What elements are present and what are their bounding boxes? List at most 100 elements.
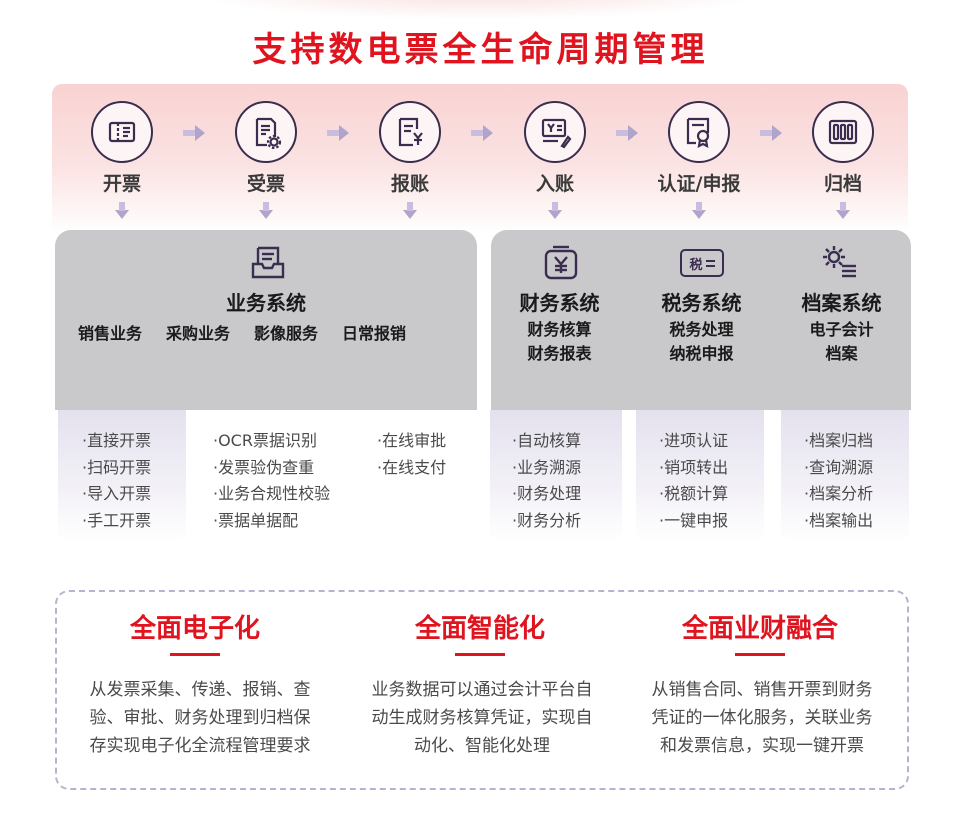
list-archive-items: ·档案归档 ·查询溯源 ·档案分析 ·档案输出 (804, 428, 873, 534)
list-item: ·票据单据配 (213, 510, 299, 530)
list-item: ·直接开票 (82, 431, 152, 450)
list-item: ·业务合规性校验 (213, 484, 331, 503)
list-item: ·查询溯源 (804, 457, 874, 477)
business-sub-sales: 销售业务 (78, 324, 143, 343)
certificate-icon (686, 117, 710, 148)
list-item: ·一键申报 (659, 510, 729, 530)
list-receive-checks: ·OCR票据识别 ·发票验伪查重 ·业务合规性校验 ·票据单据配 (213, 428, 330, 534)
step-icon-circle (379, 101, 441, 163)
ledger-pen-icon (541, 118, 572, 149)
list-item: ·在线审批 (377, 431, 447, 450)
tax-sub-processing: 税务处理 (669, 320, 734, 339)
list-item: ·发票验伪查重 (213, 457, 315, 477)
list-card-finance (490, 410, 622, 542)
list-item: ·财务分析 (512, 510, 582, 530)
step-icon-circle (812, 101, 874, 163)
feature-underline (455, 653, 505, 656)
document-gear-icon (255, 117, 282, 149)
list-item: ·销项转出 (659, 457, 729, 477)
feature-title-integration: 全面业财融合 (681, 614, 838, 644)
tax-badge-text: 税 (689, 257, 703, 273)
list-tax-items: ·进项认证 ·销项转出 ·税额计算 ·一键申报 (659, 428, 728, 534)
right-arrow-icon (183, 125, 205, 141)
step-icon-circle (91, 101, 153, 163)
right-arrow-icon (471, 125, 493, 141)
right-arrow-icon (760, 125, 782, 141)
finance-sub-accounting: 财务核算 (527, 320, 592, 339)
right-arrow-icon (327, 125, 349, 141)
step-label: 开票 (102, 173, 141, 195)
feature-desc-electronic: 从发票采集、传递、报销、查 验、审批、财务处理到归档保 存实现电子化全流程管理要… (89, 680, 311, 756)
tax-badge-icon: 税 (680, 249, 724, 277)
feature-desc-intelligent: 业务数据可以通过会计平台自 动生成财务核算凭证，实现自 动化、智能化处理 (371, 680, 593, 756)
step-issue: 开票 (62, 101, 182, 219)
list-item: ·进项认证 (659, 431, 729, 450)
business-system-title: 业务系统 (226, 291, 306, 315)
step-icon-circle (235, 101, 297, 163)
finance-system-title: 财务系统 (519, 291, 600, 315)
list-item: ·业务溯源 (512, 457, 582, 477)
cash-register-yen-icon (544, 245, 578, 280)
list-item: ·手工开票 (82, 510, 152, 530)
down-arrow-icon (692, 202, 706, 219)
list-item: ·在线支付 (377, 457, 447, 477)
step-label: 受票 (246, 173, 285, 195)
feature-title-electronic: 全面电子化 (129, 614, 260, 644)
finance-sub-reports: 财务报表 (527, 344, 592, 363)
business-sub-expense: 日常报销 (342, 324, 407, 343)
list-item: ·导入开票 (82, 484, 152, 503)
archive-sub-records: 档案 (825, 344, 858, 363)
down-arrow-icon (259, 202, 273, 219)
top-glow-decoration (180, 0, 780, 20)
list-card-issue (58, 410, 186, 542)
step-receive: 受票 (206, 101, 326, 219)
down-arrow-icon (403, 202, 417, 219)
page-title: 支持数电票全生命周期管理 (252, 30, 709, 70)
feature-underline (735, 653, 785, 656)
list-card-tax (636, 410, 764, 542)
tray-document-icon (251, 246, 285, 279)
list-item: ·扫码开票 (82, 457, 152, 477)
list-item: ·税额计算 (659, 484, 729, 503)
ticket-icon (108, 121, 136, 143)
step-book: 入账 (495, 101, 615, 219)
invoice-yen-icon (398, 117, 423, 147)
list-finance-items: ·自动核算 ·业务溯源 ·财务处理 ·财务分析 (512, 428, 581, 534)
list-online-ops: ·在线审批 ·在线支付 (377, 428, 446, 481)
gear-list-icon (823, 246, 856, 278)
step-reimburse: 报账 (350, 101, 470, 219)
step-icon-circle (668, 101, 730, 163)
list-item: ·财务处理 (512, 484, 582, 503)
list-card-archive (781, 410, 909, 542)
step-certify-declare: 认证/申报 (639, 101, 759, 219)
archive-sub-electronic: 电子会计 (809, 320, 874, 339)
down-arrow-icon (115, 202, 129, 219)
down-arrow-icon (836, 202, 850, 219)
right-arrow-icon (616, 125, 638, 141)
step-label: 归档 (823, 173, 862, 195)
tax-sub-declaration: 纳税申报 (669, 344, 734, 363)
step-icon-circle (524, 101, 586, 163)
list-issue-methods: ·直接开票 ·扫码开票 ·导入开票 ·手工开票 (82, 428, 151, 534)
archive-system-title: 档案系统 (801, 291, 882, 315)
step-label: 报账 (390, 173, 429, 195)
feature-underline (170, 653, 220, 656)
finance-tax-archive-block (491, 230, 911, 410)
feature-title-intelligent: 全面智能化 (414, 614, 545, 644)
features-box (55, 590, 909, 790)
archive-binders-icon (828, 119, 858, 145)
down-arrow-icon (548, 202, 562, 219)
business-sub-purchase: 采购业务 (166, 324, 231, 343)
feature-desc-integration: 从销售合同、销售开票到财务 凭证的一体化服务，关联业务 和发票信息，实现一键开票 (651, 680, 873, 756)
list-item: ·档案输出 (804, 510, 874, 530)
list-item: ·档案分析 (804, 484, 874, 503)
business-sub-imaging: 影像服务 (254, 324, 319, 343)
step-label: 认证/申报 (657, 173, 741, 195)
step-label: 入账 (535, 173, 574, 195)
list-item: ·自动核算 (512, 431, 582, 450)
step-archive: 归档 (783, 101, 903, 219)
list-item: ·OCR票据识别 (213, 431, 317, 450)
lifecycle-flow-band (52, 84, 908, 234)
tax-system-title: 税务系统 (661, 291, 742, 315)
list-item: ·档案归档 (804, 431, 874, 450)
